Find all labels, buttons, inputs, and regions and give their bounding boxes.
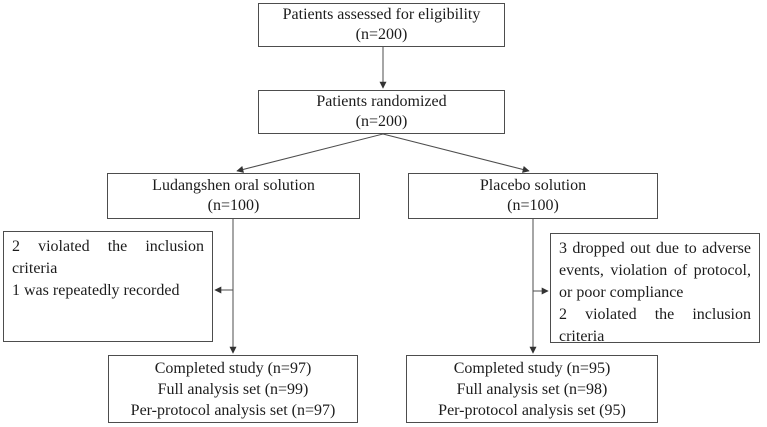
treatment-arm-label: Ludangshen oral solution [152, 177, 315, 194]
treatment-full-analysis-line: Full analysis set (n=99) [157, 380, 309, 398]
randomized-box: Patients randomized (n=200) [258, 90, 505, 134]
treatment-exclusion-item: 2 violated the inclusion criteria [12, 238, 204, 277]
placebo-full-analysis-line: Full analysis set (n=98) [456, 380, 608, 398]
placebo-exclusions-box: 3 dropped out due to adverse events, vio… [550, 233, 760, 345]
arrow-diagonal-randomized-to-placebo [382, 133, 530, 173]
placebo-per-protocol-line: Per-protocol analysis set (95) [438, 401, 626, 419]
placebo-outcome-box: Completed study (n=95) Full analysis set… [406, 355, 658, 423]
treatment-arm-count: (n=100) [207, 197, 260, 214]
treatment-arm-box: Ludangshen oral solution (n=100) [107, 173, 360, 219]
eligibility-label: Patients assessed for eligibility [282, 6, 481, 23]
treatment-completed-line: Completed study (n=97) [154, 359, 312, 377]
placebo-arm-count: (n=100) [507, 197, 559, 214]
placebo-exclusion-item: 2 violated the inclusion criteria [559, 306, 751, 345]
randomized-count: (n=200) [355, 113, 408, 130]
placebo-exclusion-item: 3 dropped out due to adverse events, vio… [559, 240, 751, 301]
treatment-exclusion-item: 1 was repeatedly recorded [12, 282, 180, 299]
placebo-arm-label: Placebo solution [479, 177, 587, 194]
treatment-exclusions-box: 2 violated the inclusion criteria 1 was … [3, 231, 213, 342]
treatment-outcome-box: Completed study (n=97) Full analysis set… [108, 355, 358, 423]
treatment-per-protocol-line: Per-protocol analysis set (n=97) [130, 401, 336, 419]
randomized-label: Patients randomized [316, 93, 447, 110]
eligibility-box: Patients assessed for eligibility (n=200… [258, 3, 505, 47]
placebo-arm-box: Placebo solution (n=100) [408, 173, 658, 219]
placebo-completed-line: Completed study (n=95) [453, 359, 611, 377]
eligibility-count: (n=200) [355, 26, 408, 43]
arrow-diagonal-randomized-to-treatment [236, 133, 384, 173]
